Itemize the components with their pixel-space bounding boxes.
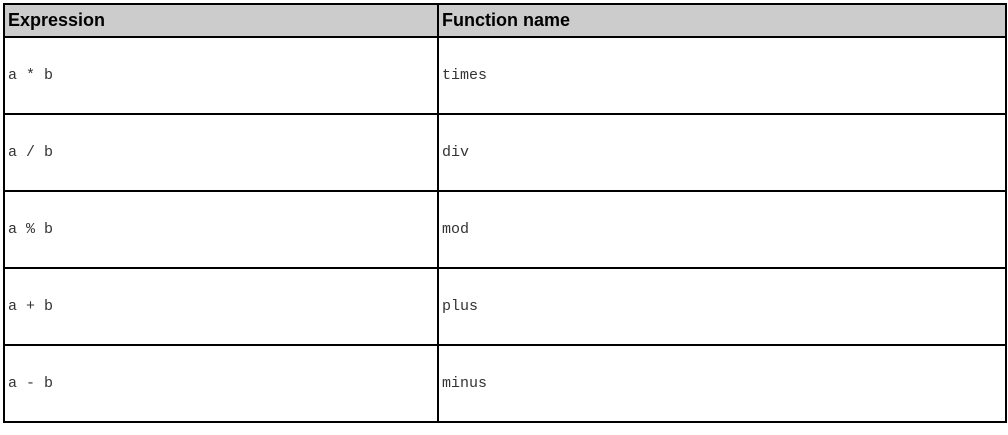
- table-row: a % b mod: [3, 190, 1007, 269]
- function-name-cell: div: [437, 113, 1007, 192]
- table-row: a * b times: [3, 36, 1007, 115]
- table-row: a / b div: [3, 113, 1007, 192]
- operator-function-table: Expression Function name a * b times a /…: [3, 3, 1007, 423]
- table-row: a + b plus: [3, 267, 1007, 346]
- table-header-row: Expression Function name: [3, 3, 1007, 38]
- expression-cell: a % b: [3, 190, 439, 269]
- table-row: a - b minus: [3, 344, 1007, 423]
- function-name-cell: mod: [437, 190, 1007, 269]
- header-expression: Expression: [3, 3, 439, 38]
- function-name-cell: minus: [437, 344, 1007, 423]
- expression-cell: a - b: [3, 344, 439, 423]
- operator-table-container: Expression Function name a * b times a /…: [3, 3, 1007, 423]
- expression-cell: a * b: [3, 36, 439, 115]
- function-name-cell: times: [437, 36, 1007, 115]
- header-function-name: Function name: [437, 3, 1007, 38]
- function-name-cell: plus: [437, 267, 1007, 346]
- expression-cell: a / b: [3, 113, 439, 192]
- expression-cell: a + b: [3, 267, 439, 346]
